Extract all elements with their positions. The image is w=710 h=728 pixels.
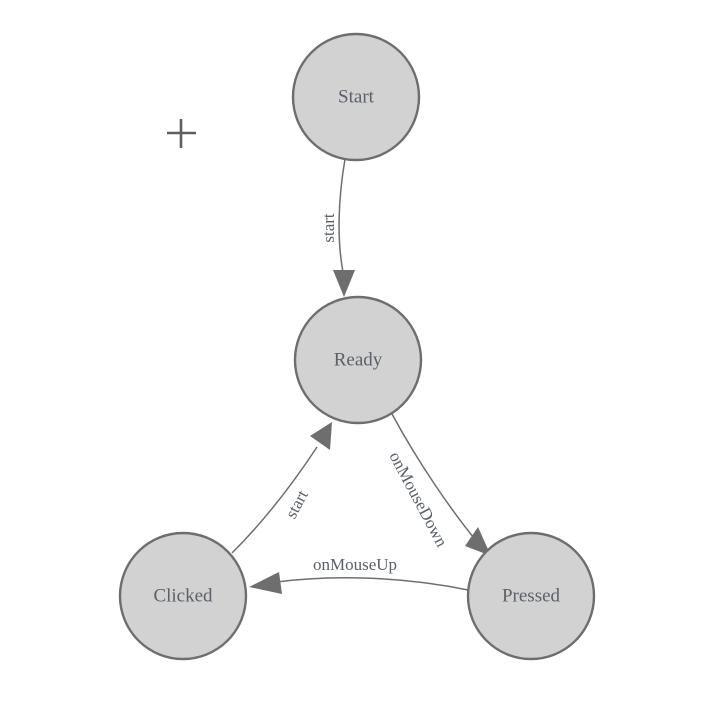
edge-line-start-to-ready[interactable] <box>338 158 346 273</box>
edge-line-clicked-to-ready[interactable] <box>231 446 318 554</box>
edge-start-to-ready[interactable]: start <box>319 158 355 297</box>
edge-ready-to-pressed[interactable]: onMouseDown <box>385 413 491 556</box>
edge-label-ready-to-pressed: onMouseDown <box>385 449 451 551</box>
node-start[interactable]: Start <box>291 32 421 162</box>
edge-label-start-to-ready: start <box>319 213 338 243</box>
node-clicked[interactable]: Clicked <box>118 531 248 661</box>
edge-line-pressed-to-clicked[interactable] <box>276 577 469 591</box>
arrowhead-clicked-to-ready <box>310 422 332 450</box>
node-circle-ready[interactable] <box>293 295 423 425</box>
arrowhead-start-to-ready <box>333 270 355 297</box>
crosshair-icon <box>167 119 196 148</box>
edge-pressed-to-clicked[interactable]: onMouseUp <box>249 555 469 594</box>
node-circle-start[interactable] <box>291 32 421 162</box>
node-circle-pressed[interactable] <box>466 531 596 661</box>
node-pressed[interactable]: Pressed <box>466 531 596 661</box>
arrowhead-pressed-to-clicked <box>249 572 282 594</box>
node-label-pressed: Pressed <box>502 585 561 606</box>
node-label-clicked: Clicked <box>153 585 213 606</box>
node-label-ready: Ready <box>334 349 383 370</box>
node-label-start: Start <box>338 86 375 107</box>
node-circle-clicked[interactable] <box>118 531 248 661</box>
arrowhead-ready-to-pressed <box>465 527 491 556</box>
edge-label-pressed-to-clicked: onMouseUp <box>313 555 397 574</box>
edge-line-ready-to-pressed[interactable] <box>391 413 479 544</box>
edge-clicked-to-ready[interactable]: start <box>231 422 332 554</box>
node-ready[interactable]: Ready <box>293 295 423 425</box>
